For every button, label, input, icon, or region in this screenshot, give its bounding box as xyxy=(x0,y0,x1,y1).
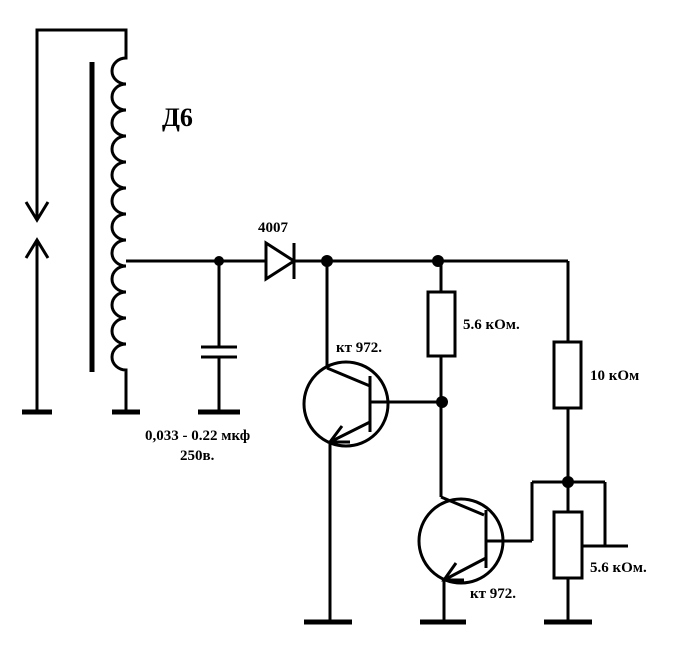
resistor-2-label: 10 кОм xyxy=(590,368,639,384)
inductor-coil xyxy=(110,48,140,415)
transistor-2-label: кт 972. xyxy=(470,586,516,602)
capacitor-voltage-label: 250в. xyxy=(180,448,215,464)
junction-dot xyxy=(562,476,574,488)
adjustable-tap xyxy=(22,28,128,415)
resistor-1 xyxy=(426,261,457,497)
resistor-3-label: 5.6 кОм. xyxy=(590,560,647,576)
transistor-2 xyxy=(417,482,534,625)
resistor-2 xyxy=(552,261,583,482)
transistor-1-label: кт 972. xyxy=(336,340,382,356)
diode xyxy=(264,240,297,282)
transistor-1 xyxy=(302,261,442,625)
inductor-label: Д6 xyxy=(162,103,193,132)
diode-label: 4007 xyxy=(258,220,289,236)
capacitor xyxy=(198,261,240,415)
potentiometer xyxy=(532,480,628,625)
junction-dot xyxy=(436,396,448,408)
resistor-1-label: 5.6 кОм. xyxy=(463,317,520,333)
capacitor-value-label: 0,033 - 0.22 мкф xyxy=(145,428,250,444)
